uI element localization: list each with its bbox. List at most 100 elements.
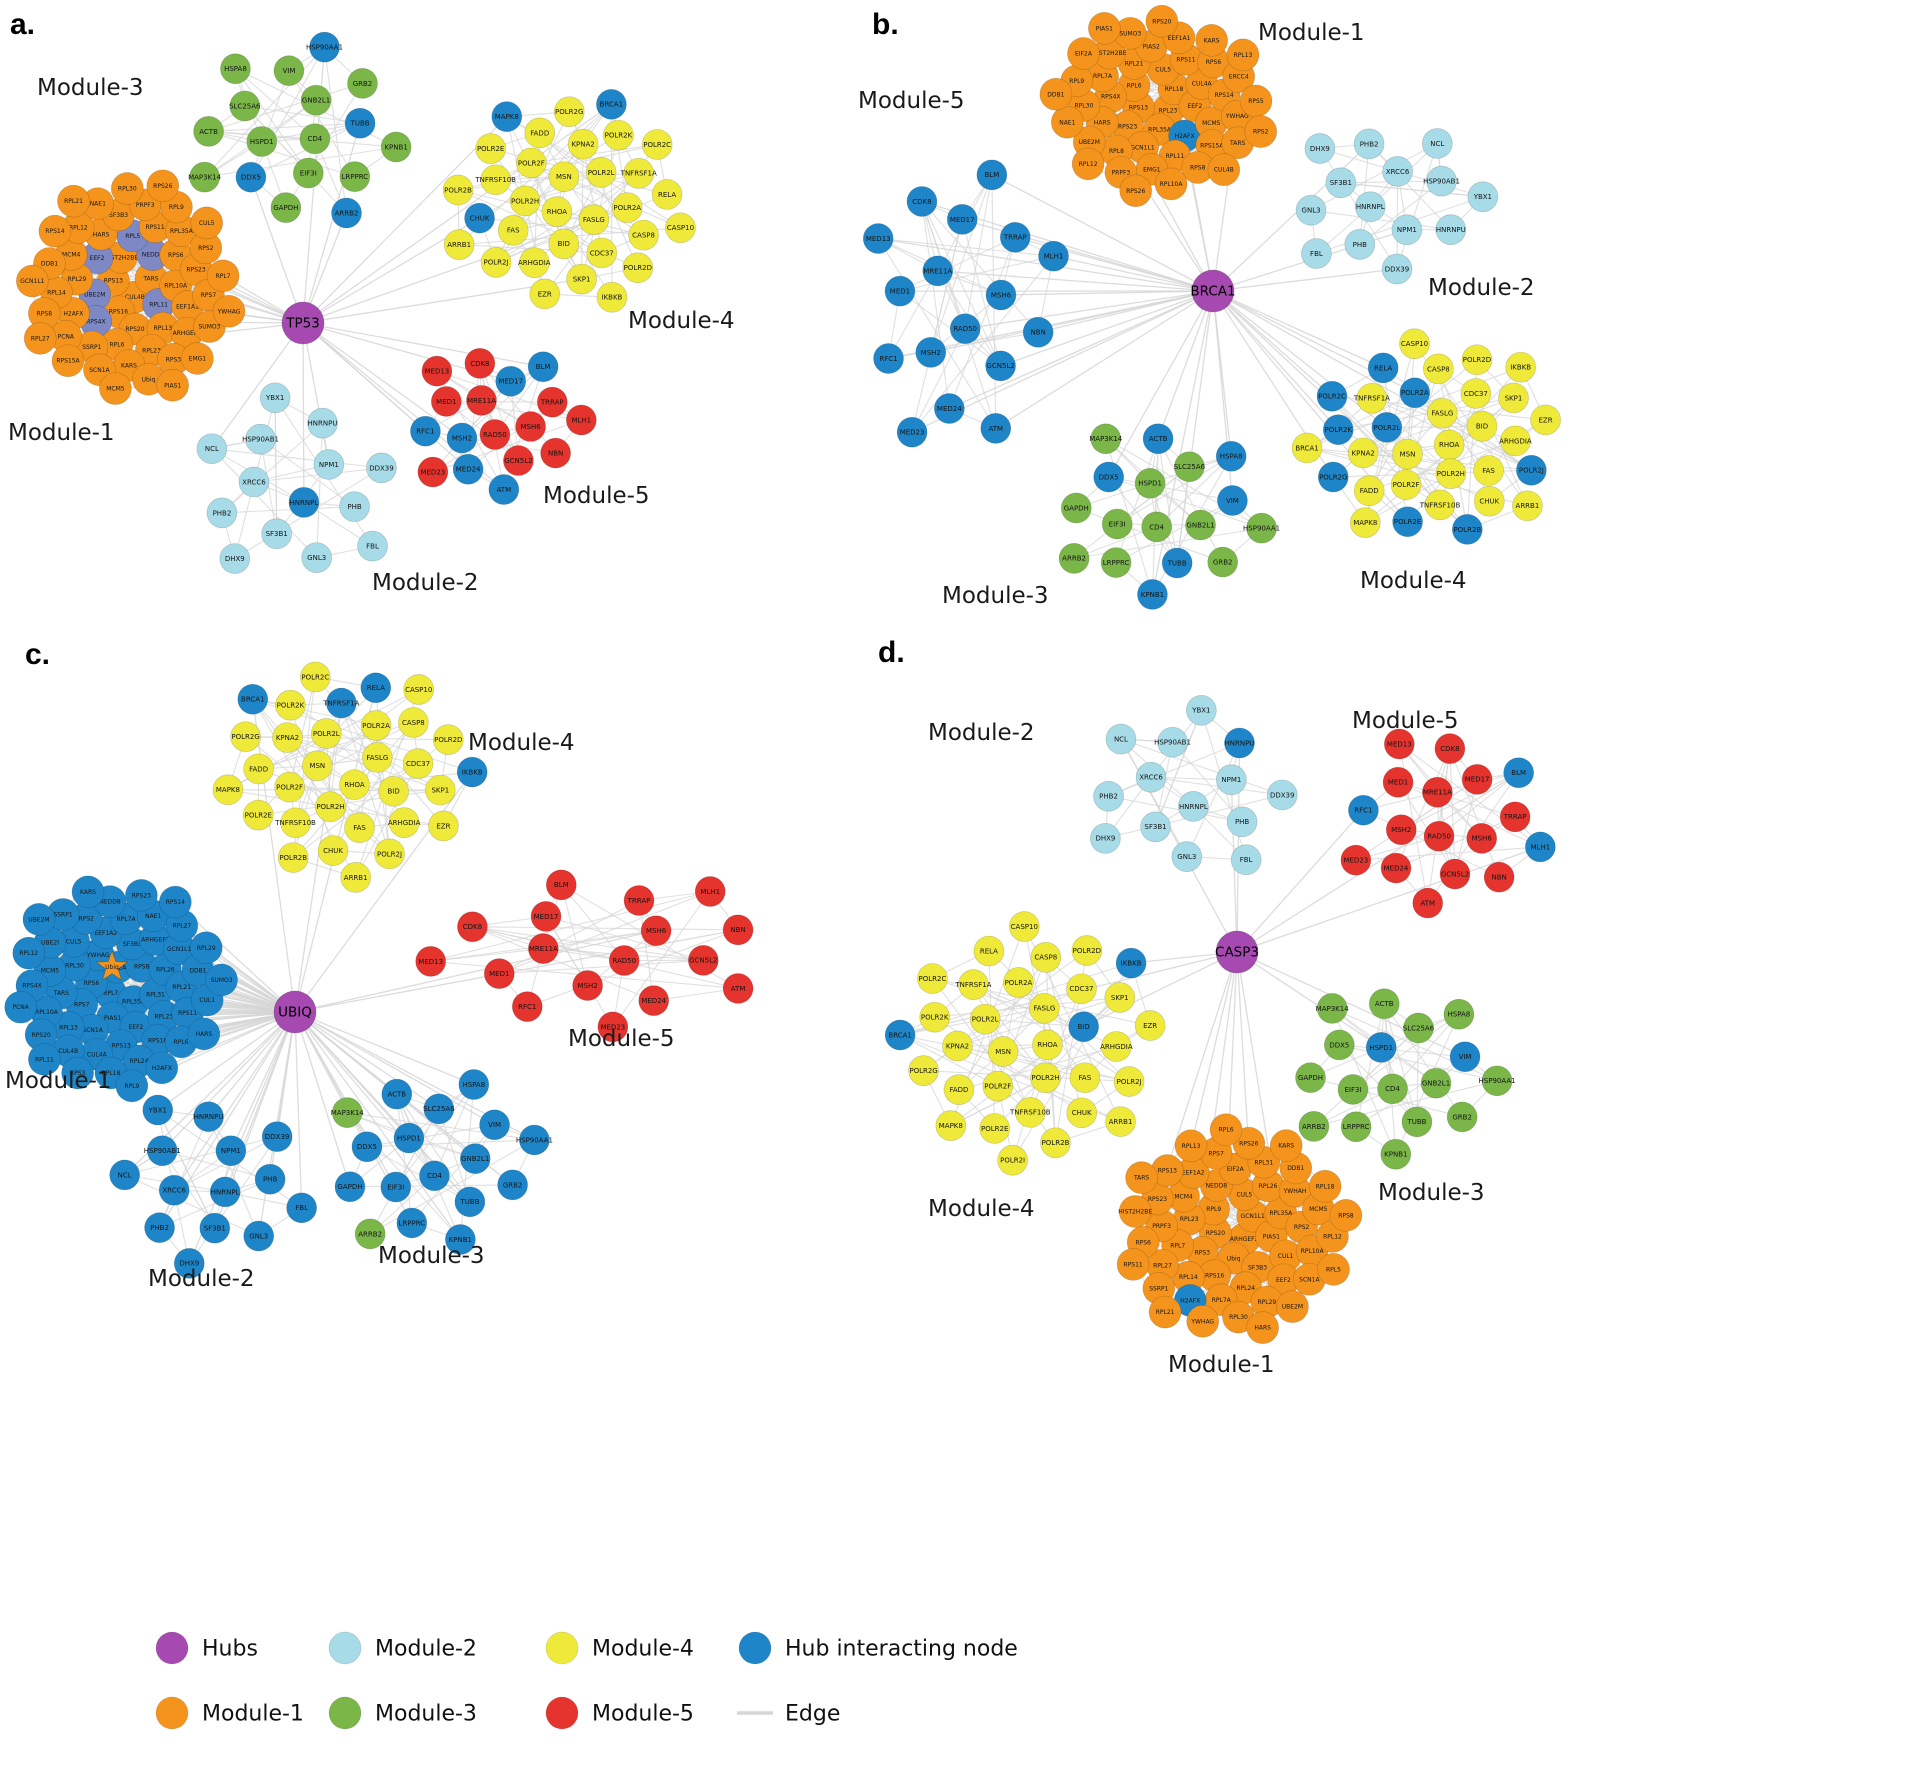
node-SLC25A6[interactable]: SLC25A6 xyxy=(229,90,261,122)
node-MCM5[interactable]: MCM5 xyxy=(99,372,132,405)
node-ARHGDIA[interactable]: ARHGDIA xyxy=(518,247,551,279)
node-VIM[interactable]: VIM xyxy=(273,55,305,87)
node-SKP1[interactable]: SKP1 xyxy=(1498,382,1529,414)
node-POLR2K[interactable]: POLR2K xyxy=(919,1001,951,1033)
node-DDX5[interactable]: DDX5 xyxy=(235,161,267,193)
hub-BRCA1[interactable]: BRCA1 xyxy=(1190,269,1236,313)
node-RPS14[interactable]: RPS14 xyxy=(158,885,192,919)
node-GAPDH[interactable]: GAPDH xyxy=(334,1171,366,1203)
node-GRB2[interactable]: GRB2 xyxy=(1207,546,1239,578)
node-POLR2A[interactable]: POLR2A xyxy=(360,710,392,741)
node-SLC25A6[interactable]: SLC25A6 xyxy=(1403,1012,1435,1044)
node-SF3B1[interactable]: SF3B1 xyxy=(1325,167,1357,199)
node-RPL29[interactable]: RPL29 xyxy=(189,931,223,965)
node-HNRNPL[interactable]: HNRNPL xyxy=(1178,791,1209,822)
node-GCN5L2[interactable]: GCN5L2 xyxy=(1439,858,1471,890)
node-RHOA[interactable]: RHOA xyxy=(1032,1029,1063,1061)
node-MSH6[interactable]: MSH6 xyxy=(640,915,672,947)
node-EZR[interactable]: EZR xyxy=(1134,1010,1166,1041)
node-FAS[interactable]: FAS xyxy=(1473,455,1504,486)
node-IKBKB[interactable]: IKBKB xyxy=(1115,947,1147,979)
node-ARRB1[interactable]: ARRB1 xyxy=(340,862,372,893)
node-MED13[interactable]: MED13 xyxy=(415,946,447,977)
node-GNB2L1[interactable]: GNB2L1 xyxy=(459,1143,491,1174)
node-NBN[interactable]: NBN xyxy=(540,437,571,469)
node-YBX1[interactable]: YBX1 xyxy=(1467,181,1499,213)
node-HSP90AA1[interactable]: HSP90AA1 xyxy=(516,1124,553,1156)
node-SLC25A6[interactable]: SLC25A6 xyxy=(1174,451,1206,483)
node-NCL[interactable]: NCL xyxy=(1421,128,1453,159)
node-NBN[interactable]: NBN xyxy=(1022,316,1054,348)
node-HSP90AA1[interactable]: HSP90AA1 xyxy=(1479,1065,1516,1097)
node-MAPK8[interactable]: MAPK8 xyxy=(1349,507,1381,539)
node-MED23[interactable]: MED23 xyxy=(417,456,449,488)
node-HNRNPU[interactable]: HNRNPU xyxy=(1224,727,1255,759)
node-TNFRSF1A[interactable]: TNFRSF1A xyxy=(620,158,657,189)
node-CDK8[interactable]: CDK8 xyxy=(906,186,938,217)
node-RHOA[interactable]: RHOA xyxy=(1433,429,1465,461)
node-RPL18[interactable]: RPL18 xyxy=(1308,1169,1342,1203)
node-MAP3K14[interactable]: MAP3K14 xyxy=(1316,993,1350,1024)
node-DHX9[interactable]: DHX9 xyxy=(219,543,251,574)
node-RPS26[interactable]: RPS26 xyxy=(1119,174,1153,208)
node-LRPPRC[interactable]: LRPPRC xyxy=(1100,547,1132,578)
node-POLR2H[interactable]: POLR2H xyxy=(1030,1062,1061,1094)
node-MSN[interactable]: MSN xyxy=(548,161,580,193)
node-KPNA2[interactable]: KPNA2 xyxy=(942,1030,973,1062)
node-MLH1[interactable]: MLH1 xyxy=(1038,240,1069,272)
node-FASLG[interactable]: FASLG xyxy=(1426,397,1458,429)
node-KPNA2[interactable]: KPNA2 xyxy=(1347,437,1379,469)
node-POLR2E[interactable]: POLR2E xyxy=(1392,506,1423,538)
node-LRPPRC[interactable]: LRPPRC xyxy=(1340,1111,1372,1143)
node-EZR[interactable]: EZR xyxy=(428,810,459,842)
node-HSP90AB1[interactable]: HSP90AB1 xyxy=(1423,165,1460,197)
node-CHUK[interactable]: CHUK xyxy=(317,835,349,866)
node-HSP90AA1[interactable]: HSP90AA1 xyxy=(306,31,343,63)
node-ARRB1[interactable]: ARRB1 xyxy=(1105,1106,1136,1137)
node-MAP3K14[interactable]: MAP3K14 xyxy=(188,161,222,193)
node-YBX1[interactable]: YBX1 xyxy=(259,382,291,414)
node-SKP1[interactable]: SKP1 xyxy=(1104,982,1136,1013)
node-POLR2C[interactable]: POLR2C xyxy=(1316,380,1348,412)
node-POLR2L[interactable]: POLR2L xyxy=(969,1003,1001,1035)
node-IKBKB[interactable]: IKBKB xyxy=(456,756,488,788)
node-CHUK[interactable]: CHUK xyxy=(1473,485,1505,517)
node-MLH1[interactable]: MLH1 xyxy=(565,404,597,436)
node-XRCC6[interactable]: XRCC6 xyxy=(238,466,270,498)
node-RFC1[interactable]: RFC1 xyxy=(1348,794,1379,826)
special-node-Ubiq[interactable]: Ubiq xyxy=(95,949,129,981)
node-RPS23[interactable]: RPS23 xyxy=(125,878,158,912)
node-POLR2A[interactable]: POLR2A xyxy=(611,192,643,224)
node-CD4[interactable]: CD4 xyxy=(419,1160,450,1192)
node-MSH6[interactable]: MSH6 xyxy=(985,279,1017,311)
node-HSPA8[interactable]: HSPA8 xyxy=(458,1069,490,1100)
node-PHB2[interactable]: PHB2 xyxy=(206,497,238,529)
node-FBL[interactable]: FBL xyxy=(357,530,388,562)
node-MED13[interactable]: MED13 xyxy=(421,355,453,387)
node-POLR2F[interactable]: POLR2F xyxy=(515,147,547,179)
node-POLR2A[interactable]: POLR2A xyxy=(1399,377,1431,409)
node-EIF2A[interactable]: EIF2A xyxy=(1067,37,1100,70)
node-PHB2[interactable]: PHB2 xyxy=(144,1212,175,1244)
node-NCL[interactable]: NCL xyxy=(1105,723,1137,755)
node-EIF3I[interactable]: EIF3I xyxy=(1337,1074,1369,1105)
node-POLR2E[interactable]: POLR2E xyxy=(979,1113,1011,1144)
node-CASP10[interactable]: CASP10 xyxy=(403,674,435,705)
node-FADD[interactable]: FADD xyxy=(943,1074,975,1105)
node-TUBB[interactable]: TUBB xyxy=(1161,547,1193,579)
node-HNRNPL[interactable]: HNRNPL xyxy=(209,1176,241,1208)
node-MED1[interactable]: MED1 xyxy=(1382,766,1414,798)
node-KPNA2[interactable]: KPNA2 xyxy=(272,722,303,753)
node-ATM[interactable]: ATM xyxy=(980,413,1012,444)
node-MED24[interactable]: MED24 xyxy=(1380,852,1412,884)
node-CDK8[interactable]: CDK8 xyxy=(464,348,496,379)
node-POLR2E[interactable]: POLR2E xyxy=(242,799,274,831)
node-PIAS1[interactable]: PIAS1 xyxy=(1088,12,1121,45)
node-VIM[interactable]: VIM xyxy=(1449,1041,1481,1073)
node-CDC37[interactable]: CDC37 xyxy=(586,237,618,269)
node-SUMO3[interactable]: SUMO3 xyxy=(1113,16,1147,50)
node-BID[interactable]: BID xyxy=(1466,410,1498,442)
node-ARHGDIA[interactable]: ARHGDIA xyxy=(388,807,421,838)
node-NPM1[interactable]: NPM1 xyxy=(313,449,345,480)
node-GNB2L1[interactable]: GNB2L1 xyxy=(1185,509,1216,541)
